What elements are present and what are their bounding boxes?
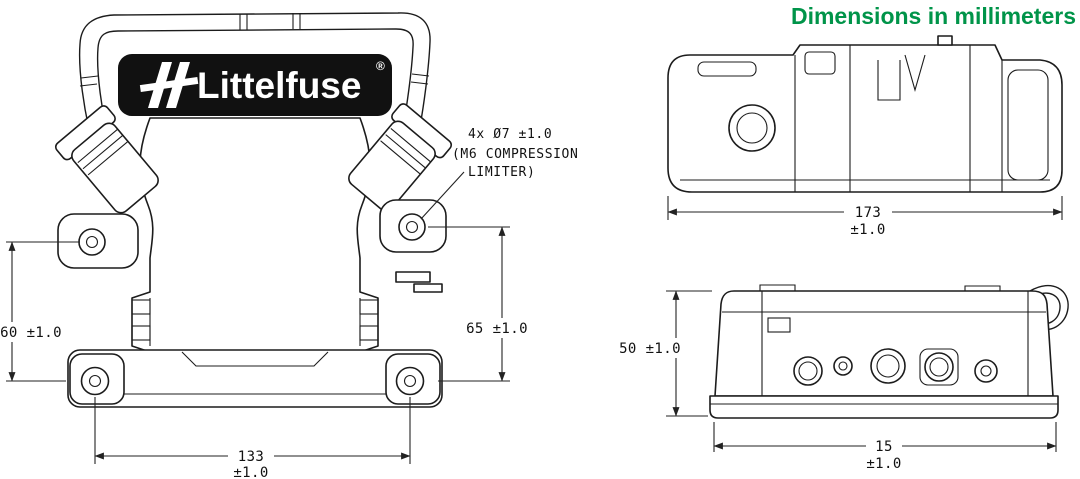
dim-label-50: 50 ±1.0 <box>619 341 681 357</box>
dim-133: 133 ±1.0 <box>94 397 411 479</box>
registered-mark: ® <box>376 59 385 73</box>
callout-line3: LIMITER) <box>468 165 535 180</box>
dim-65: 65 ±1.0 <box>428 226 536 382</box>
logo-wordmark: Littelfuse <box>197 65 361 106</box>
foot-hole-left <box>80 366 110 396</box>
dim-label-15: 15 <box>875 439 893 455</box>
dim-label-65: 65 ±1.0 <box>466 321 528 337</box>
housing-body <box>131 117 379 353</box>
littelfuse-logo-mark <box>139 62 199 108</box>
hole-callout: 4x Ø7 ±1.0 (M6 COMPRESSION LIMITER) <box>420 127 578 220</box>
dim-label-133-tol: ±1.0 <box>233 465 268 479</box>
base <box>67 349 443 408</box>
dim-label-173-tol: ±1.0 <box>850 222 885 238</box>
connector-left <box>54 105 159 214</box>
connector-right <box>348 103 453 212</box>
dim-15: 15 ±1.0 <box>713 422 1057 472</box>
front-view: Littelfuse ® 60 ±1.0 65 ±1.0 133 ±1.0 <box>0 12 578 479</box>
mounting-ear-right <box>379 199 447 253</box>
dim-label-60: 60 ±1.0 <box>0 325 62 341</box>
side-view: 50 ±1.0 15 ±1.0 <box>612 284 1069 472</box>
top-view: 173 ±1.0 <box>667 35 1063 238</box>
terminal-pin <box>395 271 443 293</box>
page-title: Dimensions in millimeters <box>791 3 1076 29</box>
top-outline <box>667 44 1063 193</box>
dim-60: 60 ±1.0 <box>0 241 80 382</box>
cable-glands <box>793 348 998 386</box>
dim-50: 50 ±1.0 <box>612 290 712 417</box>
dim-label-133: 133 <box>238 449 265 465</box>
dim-label-15-tol: ±1.0 <box>866 456 901 472</box>
dim-label-173: 173 <box>855 205 882 221</box>
top-connector-port <box>728 104 776 152</box>
handle <box>78 12 431 143</box>
callout-line2: (M6 COMPRESSION <box>452 147 578 162</box>
side-clip-right <box>359 299 379 315</box>
mounting-ear-left <box>57 213 139 269</box>
littelfuse-logo: Littelfuse ® <box>118 54 392 116</box>
dim-173: 173 ±1.0 <box>667 196 1063 238</box>
side-base <box>709 395 1059 419</box>
callout-line1: 4x Ø7 ±1.0 <box>468 127 552 142</box>
side-clip-left <box>131 299 151 315</box>
foot-hole-right <box>395 366 425 396</box>
